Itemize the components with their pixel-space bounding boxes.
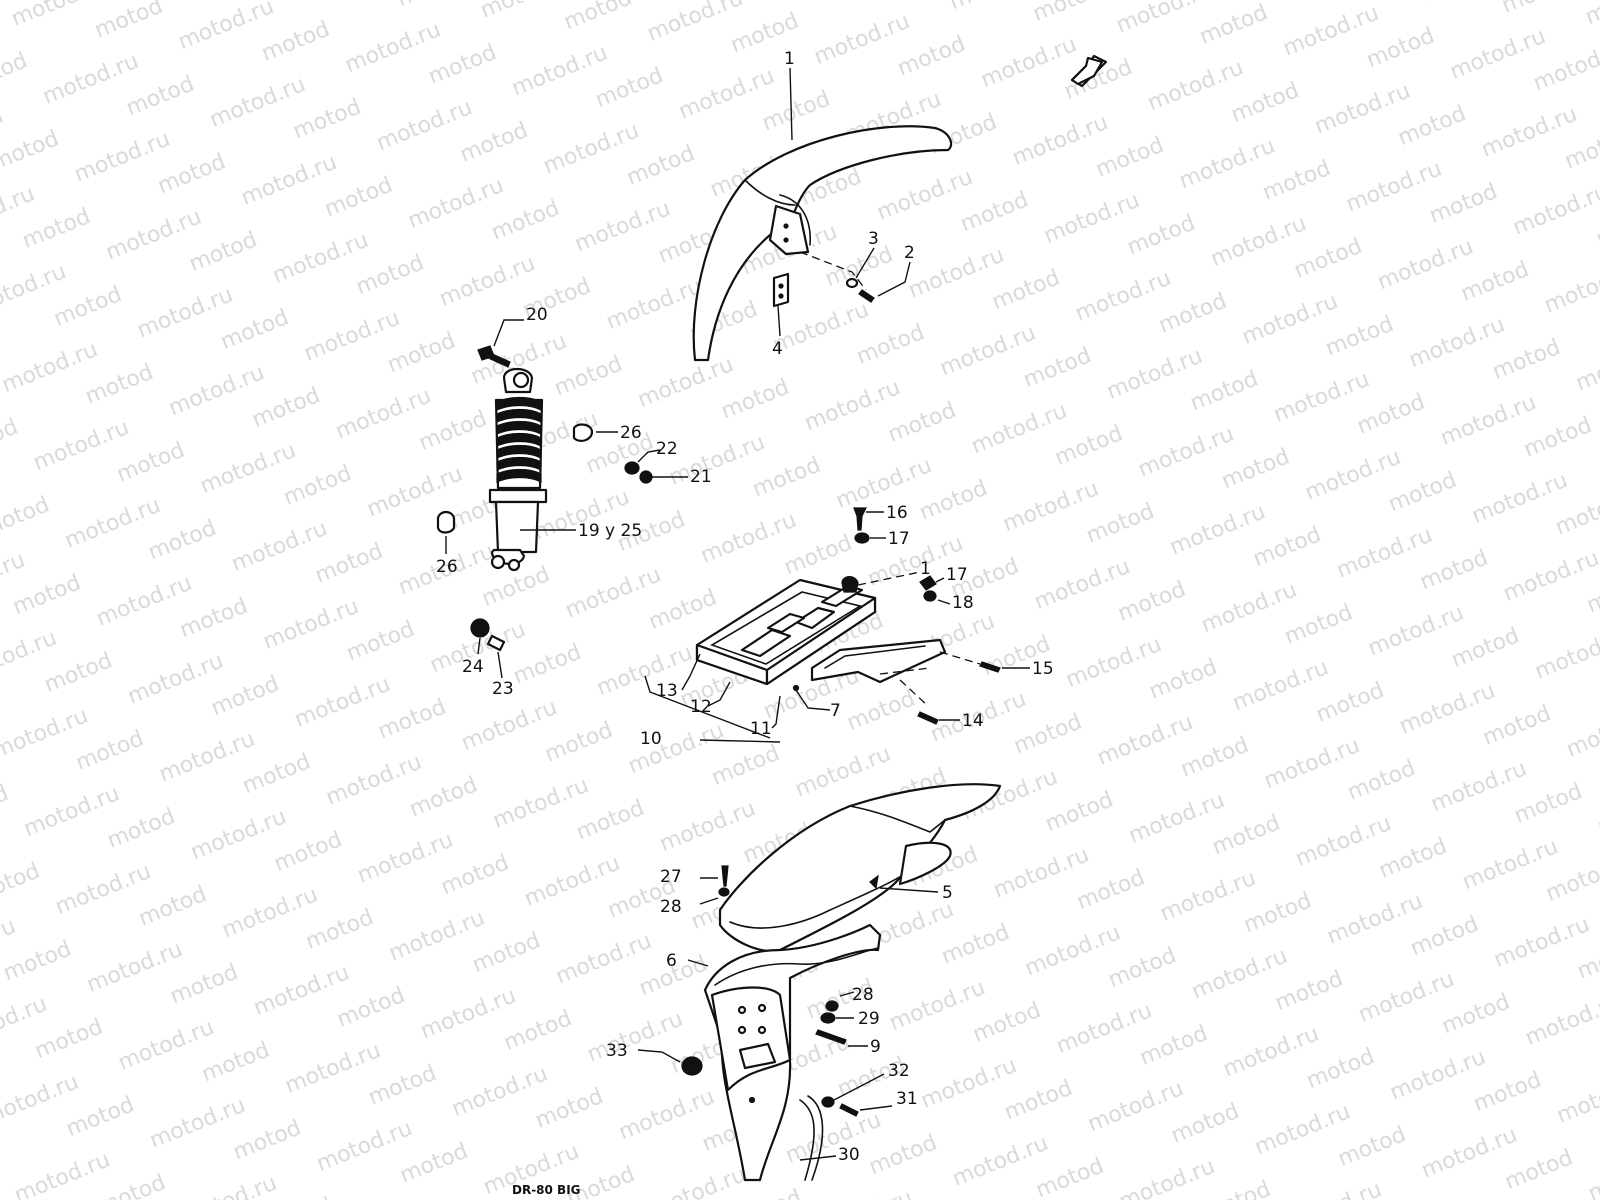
part-label-26-upper: 26	[620, 423, 642, 443]
bolt-part-9	[815, 1029, 847, 1045]
bushing-part-26-upper	[572, 423, 594, 442]
washer-part-32	[821, 1096, 835, 1108]
shock-spring	[496, 396, 542, 484]
luggage-carrier	[695, 576, 947, 686]
rear-license-mudguard	[703, 923, 882, 1182]
part-label-26-lower: 26	[436, 557, 458, 577]
part-label-32: 32	[888, 1061, 910, 1081]
part-label-15: 15	[1032, 659, 1054, 679]
part-label-17-upper: 17	[888, 529, 910, 549]
part-label-1: 1	[784, 49, 795, 69]
nut-part-24	[470, 618, 490, 638]
washer-part-28-lower	[825, 1000, 839, 1012]
washer-part-3	[845, 277, 859, 289]
part-label-9: 9	[870, 1037, 881, 1057]
front-fender	[692, 125, 953, 362]
rivet-part-7	[792, 684, 800, 692]
part-label-20: 20	[526, 305, 548, 325]
part-label-23: 23	[492, 679, 514, 699]
model-code: DR-80 BIG	[512, 1183, 581, 1197]
part-label-17-right: 17	[946, 565, 968, 585]
screw-part-31	[839, 1103, 859, 1117]
part-labels: 1 2 3 4 20 26 22 21 19 y 25 26 24 23 16 …	[436, 49, 1054, 1165]
part-label-27: 27	[660, 867, 682, 887]
part-label-29: 29	[858, 1009, 880, 1029]
part-label-4: 4	[772, 339, 783, 359]
washer-part-22	[624, 461, 640, 475]
washer-part-28-upper	[718, 887, 730, 897]
nut-part-17-right	[919, 575, 937, 591]
bolt-part-14	[917, 711, 939, 725]
part-label-28-upper: 28	[660, 897, 682, 917]
part-label-11: 11	[750, 719, 772, 739]
bracket-part-4	[772, 272, 790, 308]
washer-part-17-upper	[854, 532, 870, 544]
screw-part-16	[853, 507, 867, 531]
nut-part-29	[820, 1012, 836, 1024]
bolt-part-20	[477, 345, 511, 368]
part-label-2: 2	[904, 243, 915, 263]
washer-part-18	[923, 590, 937, 602]
part-label-33: 33	[606, 1041, 628, 1061]
part-label-16: 16	[886, 503, 908, 523]
part-label-24: 24	[462, 657, 484, 677]
part-label-19-y-25: 19 y 25	[578, 521, 642, 541]
part-label-5: 5	[942, 883, 953, 903]
part-label-30: 30	[838, 1145, 860, 1165]
nut-part-21	[639, 470, 653, 484]
part-label-13: 13	[656, 681, 678, 701]
part-label-6: 6	[666, 951, 677, 971]
front-arrow-icon	[1070, 54, 1108, 88]
reflector-part-33	[681, 1056, 703, 1076]
pin-part-23	[486, 634, 506, 652]
bolt-part-15	[979, 661, 1001, 673]
part-label-7: 7	[830, 701, 841, 721]
leader-lines	[445, 67, 1030, 1161]
rear-shock-absorber	[488, 367, 548, 572]
part-label-28-lower: 28	[852, 985, 874, 1005]
part-label-31: 31	[896, 1089, 918, 1109]
bushing-part-26-lower	[436, 510, 456, 534]
part-label-12: 12	[690, 697, 712, 717]
part-label-10: 10	[640, 729, 662, 749]
part-label-22: 22	[656, 439, 678, 459]
screw-part-2	[858, 289, 875, 303]
part-label-1-carrier: 1	[920, 559, 931, 579]
screw-part-27	[721, 865, 729, 887]
part-label-18: 18	[952, 593, 974, 613]
part-label-14: 14	[962, 711, 984, 731]
part-label-21: 21	[690, 467, 712, 487]
part-label-3: 3	[868, 229, 879, 249]
